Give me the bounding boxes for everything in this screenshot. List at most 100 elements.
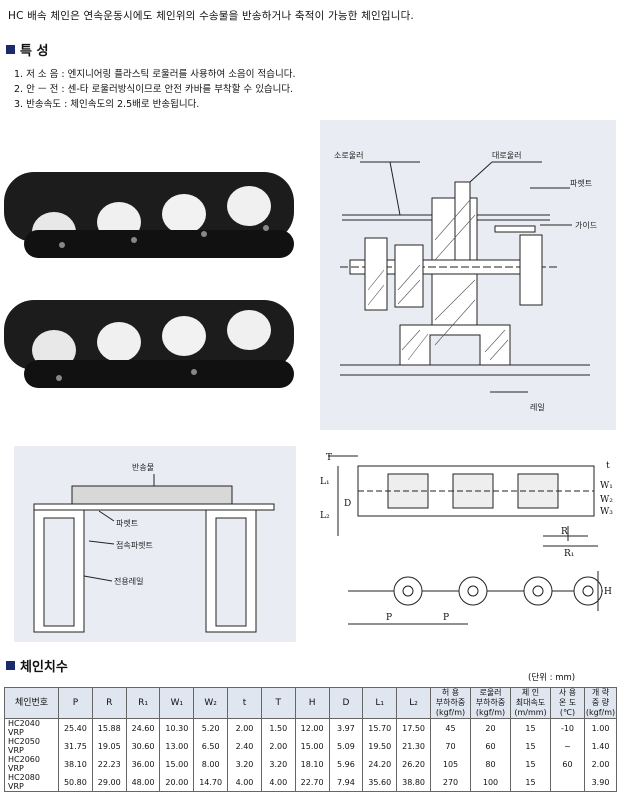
- header-name: 체인번호: [4, 687, 59, 719]
- dim-P2: P: [443, 613, 449, 623]
- temp-cell: ~: [550, 737, 585, 755]
- table-cell: 15: [510, 773, 551, 792]
- specs-title: 체인치수: [20, 660, 68, 675]
- dimension-diagram: T L₁ L₂ D t W₁ W₂ W₃ R R₁ P P H: [320, 453, 613, 625]
- table-cell: 15: [510, 718, 551, 737]
- features-heading: 특 성: [6, 40, 48, 59]
- label-pallet: 파렛트: [116, 518, 138, 528]
- table-cell: 17.50: [396, 718, 431, 737]
- label-bracket: 파렛트: [570, 178, 592, 188]
- table-cell: 2.40: [227, 737, 262, 755]
- table-cell: 30.60: [125, 737, 161, 755]
- chain-photo-bottom: [4, 300, 294, 388]
- dim-W3: W₃: [600, 507, 613, 517]
- label-contact-pallet: 접속파렛트: [116, 540, 153, 550]
- table-cell: 22.70: [294, 773, 330, 792]
- label-guide: 가이드: [575, 220, 597, 230]
- cross-section-panel: 소로울러 대로울러 파렛트 가이드 레일: [320, 120, 616, 430]
- header-col: T: [260, 687, 296, 719]
- header-col: R₁: [125, 687, 161, 719]
- table-cell: 15.00: [294, 737, 330, 755]
- conveyor-panel: 반송물 파렛트 접속파렛트 전용레일: [14, 446, 296, 642]
- header-chain: 체 인 최대속도 (m/mm): [510, 687, 551, 719]
- table-cell: 36.00: [125, 755, 161, 773]
- table-cell: 7.94: [328, 773, 364, 792]
- dim-L1: L₁: [320, 477, 330, 487]
- header-col: W₂: [193, 687, 229, 719]
- table-cell: 70: [430, 737, 471, 755]
- table-cell: 25.40: [58, 718, 93, 737]
- table-cell: 4.00: [260, 773, 296, 792]
- header-load: 허 용 부하하중 (kgf/m): [430, 687, 471, 719]
- header-col: H: [294, 687, 330, 719]
- temp-cell: -10: [550, 718, 585, 737]
- table-cell: 15.88: [91, 718, 127, 737]
- table-cell: 15: [510, 737, 551, 755]
- intro-text: HC 배속 체인은 연속운동시에도 체인위의 수송물을 반송하거나 축적이 가능…: [8, 10, 414, 22]
- temp-cell: 60: [550, 755, 585, 773]
- chain-photo-top: [4, 172, 294, 258]
- specs-heading: 체인치수: [6, 656, 68, 675]
- table-cell: 24.20: [362, 755, 398, 773]
- header-col: t: [227, 687, 262, 719]
- table-cell: 19.05: [91, 737, 127, 755]
- table-cell: 24.60: [125, 718, 161, 737]
- table-cell: 8.00: [193, 755, 229, 773]
- header-col: L₁: [362, 687, 398, 719]
- table-cell: 22.23: [91, 755, 127, 773]
- table-cell: 5.09: [328, 737, 364, 755]
- table-cell: 100: [470, 773, 511, 792]
- table-cell: 20: [470, 718, 511, 737]
- chain-number-cell: HC2040 VRP: [4, 718, 59, 737]
- table-cell: 15.70: [362, 718, 398, 737]
- table-cell: 19.50: [362, 737, 398, 755]
- section-bullet-icon: [6, 45, 15, 54]
- spec-table: 체인번호 P R R₁ W₁ W₂ t T H D L₁ L₂ 허 용 부하하중…: [4, 687, 617, 792]
- label-dedicated-rail: 전용레일: [114, 576, 143, 586]
- dim-H: H: [604, 587, 612, 597]
- temp-cell: [550, 773, 585, 792]
- feature-item: 1. 저 소 음 : 엔지니어링 플라스틱 로울러를 사용하여 소음이 적습니다…: [14, 69, 296, 80]
- table-cell: 6.50: [193, 737, 229, 755]
- table-cell: 4.00: [227, 773, 262, 792]
- dim-W2: W₂: [600, 495, 613, 505]
- feature-item: 2. 안 ㅡ 전 : 센-타 로울러방식이므로 안전 카바를 부착할 수 있습니…: [14, 84, 294, 95]
- header-weight: 개 략 중 량 (kgf/m): [584, 687, 617, 719]
- header-col: W₁: [159, 687, 195, 719]
- feature-item: 3. 반송속도 : 체인속도의 2.5배로 반송됩니다.: [14, 99, 200, 110]
- weight-cell: 2.00: [584, 755, 617, 773]
- table-cell: 80: [470, 755, 511, 773]
- features-list: 1. 저 소 음 : 엔지니어링 플라스틱 로울러를 사용하여 소음이 적습니다…: [14, 67, 295, 112]
- table-cell: 13.00: [159, 737, 195, 755]
- table-cell: 26.20: [396, 755, 431, 773]
- table-cell: 38.10: [58, 755, 93, 773]
- dim-P1: P: [386, 613, 392, 623]
- chain-number-cell: HC2080 VRP: [4, 773, 59, 792]
- chain-number-cell: HC2050 VRP: [4, 737, 59, 755]
- table-cell: 21.30: [396, 737, 431, 755]
- weight-cell: 3.90: [584, 773, 617, 792]
- dim-R1: R₁: [564, 549, 574, 559]
- table-cell: 60: [470, 737, 511, 755]
- table-cell: 12.00: [294, 718, 330, 737]
- header-temp: 사 용 온 도 (℃): [550, 687, 585, 719]
- table-cell: 15: [510, 755, 551, 773]
- dim-D: D: [344, 499, 351, 509]
- label-small-roller: 소로울러: [334, 151, 363, 160]
- dim-t: t: [606, 461, 610, 471]
- table-cell: 1.50: [260, 718, 296, 737]
- header-col: P: [58, 687, 93, 719]
- chain-photo: [4, 160, 294, 400]
- dim-L2: L₂: [320, 511, 330, 521]
- table-cell: 50.80: [58, 773, 93, 792]
- section-bullet-icon: [6, 661, 15, 670]
- label-cargo: 반송물: [132, 463, 154, 472]
- label-large-roller: 대로울러: [492, 151, 521, 160]
- table-cell: 2.00: [227, 718, 262, 737]
- table-cell: 3.20: [260, 755, 296, 773]
- table-cell: 45: [430, 718, 471, 737]
- table-cell: 20.00: [159, 773, 195, 792]
